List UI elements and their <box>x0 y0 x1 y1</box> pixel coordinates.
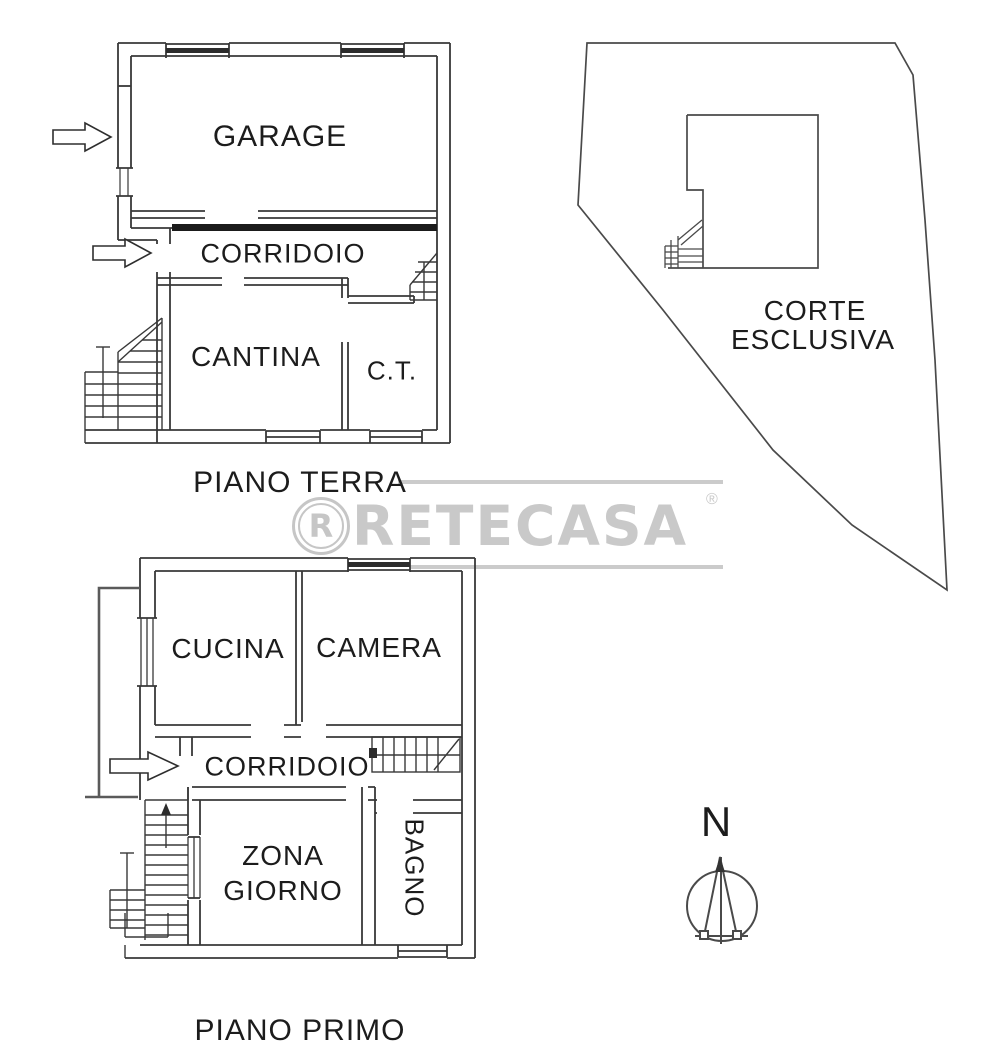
corridor-entrance-opening <box>152 244 176 272</box>
corridoio-ff-label: CORRIDOIO <box>204 751 370 782</box>
watermark-logo-letter: R <box>308 507 334 545</box>
zona-giorno-label-line1: ZONA <box>242 840 324 871</box>
watermark-logo-inner-ring: R <box>298 503 344 549</box>
compass-needle-tip <box>715 857 725 872</box>
first-floor-top-window <box>347 556 411 573</box>
bagno-room-label: BAGNO <box>399 818 430 918</box>
zona-giorno-label-line2: GIORNO <box>223 875 343 906</box>
cantina-room-label: CANTINA <box>191 341 321 372</box>
ground-floor-plan <box>52 41 451 445</box>
garage-top-window-right <box>340 41 405 58</box>
entrance-arrow-garage <box>52 121 113 153</box>
zona-giorno-window <box>184 835 204 900</box>
compass-rose <box>686 856 758 944</box>
watermark-line-bottom <box>398 565 723 569</box>
cucina-room-label: CUCINA <box>171 633 285 664</box>
piano-primo-caption: PIANO PRIMO <box>194 1014 406 1047</box>
corridoio-gf-label: CORRIDOIO <box>200 238 366 269</box>
registered-trademark-icon: ® <box>706 491 718 508</box>
garage-left-window <box>116 167 133 197</box>
cucina-door-opening <box>251 722 284 740</box>
building-footprint-notch <box>686 115 704 268</box>
bagno-door-opening <box>377 797 413 816</box>
piano-terra-caption: PIANO TERRA <box>193 466 407 499</box>
entrance-arrow-first-floor <box>109 750 180 782</box>
cucina-window <box>137 617 157 687</box>
garage-door-opening <box>205 208 258 221</box>
ct-room-label: C.T. <box>366 355 418 386</box>
courtyard-stairs <box>664 219 704 268</box>
garage-top-window-left <box>165 41 230 58</box>
ground-floor-exterior-stairs <box>84 317 163 443</box>
corte-label-line2: ESCLUSIVA <box>730 324 896 355</box>
balcony-outline <box>85 586 140 799</box>
cantina-door-opening <box>222 275 244 288</box>
ct-window <box>369 427 423 445</box>
first-floor-inner-stairs <box>369 736 461 773</box>
cantina-window <box>265 427 321 445</box>
ground-floor-inner-stairs <box>409 252 438 301</box>
camera-room-label: CAMERA <box>316 632 442 663</box>
garage-room-label: GARAGE <box>212 120 348 153</box>
compass-north-label: N <box>700 798 732 845</box>
thick-wall <box>172 224 437 231</box>
camera-door-opening <box>301 722 326 740</box>
corte-label-line1: CORTE <box>763 295 867 326</box>
watermark-logo-circle: R <box>292 497 350 555</box>
bagno-window <box>397 943 448 960</box>
first-floor-plan <box>85 556 476 960</box>
watermark-line-top <box>398 480 723 484</box>
first-floor-exterior-stairs <box>109 787 189 958</box>
courtyard-plan <box>577 42 948 592</box>
entrance-arrow-corridor <box>92 237 153 269</box>
zona-giorno-door-opening <box>346 784 368 803</box>
ct-door-opening <box>338 298 352 342</box>
courtyard-boundary <box>577 42 948 592</box>
building-footprint <box>668 114 819 269</box>
watermark-brand-text: RETECASA <box>352 494 689 558</box>
